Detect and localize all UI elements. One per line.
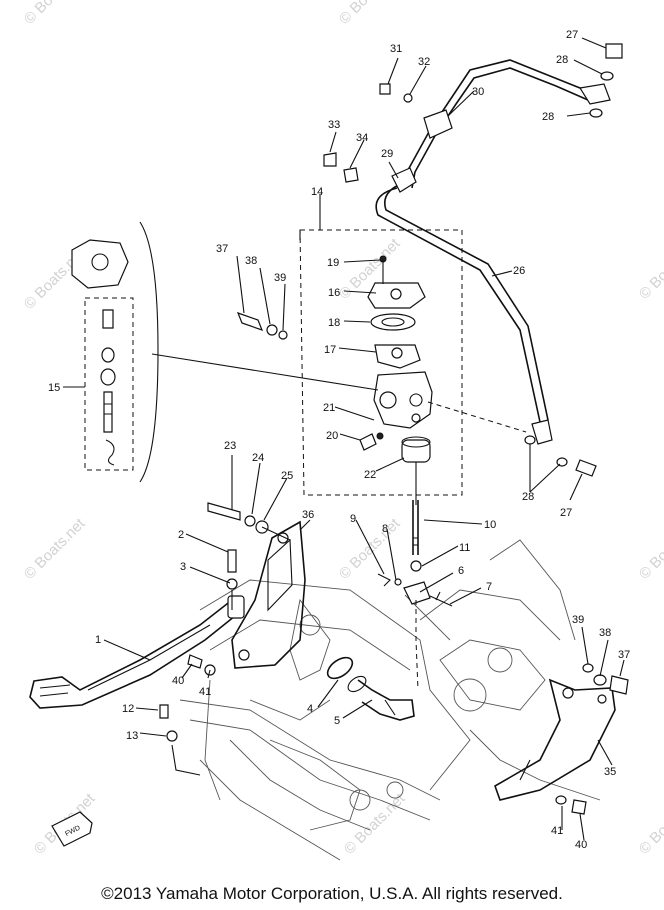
- part-label: 10: [484, 519, 496, 531]
- watermark: © Boats.net: [21, 515, 89, 583]
- parts-diagram: © Boats.net © Boats.net © Boats.net © Bo…: [21, 0, 664, 861]
- part-label: 31: [390, 43, 402, 55]
- watermark: © Boats.net: [336, 0, 404, 28]
- part-label: 17: [324, 344, 336, 356]
- watermark: © Boats.net: [21, 0, 89, 28]
- part-label: 21: [323, 402, 335, 414]
- part-label: 12: [122, 703, 134, 715]
- part-label: 7: [486, 581, 492, 593]
- watermarks: © Boats.net © Boats.net © Boats.net © Bo…: [21, 0, 664, 858]
- part-label: 32: [418, 56, 430, 68]
- part-label: 5: [334, 715, 340, 727]
- part-label: 38: [599, 627, 611, 639]
- bolt-set-lower-left: [159, 549, 238, 742]
- part-label: 3: [180, 561, 186, 573]
- watermark: © Boats.net: [336, 515, 404, 583]
- reservoir-group: [71, 221, 379, 483]
- part-label: 30: [472, 86, 484, 98]
- brake-hose: [375, 59, 611, 445]
- copyright-footer: ©2013 Yamaha Motor Corporation, U.S.A. A…: [101, 884, 563, 903]
- brake-pedal: [29, 595, 245, 709]
- watermark: © Boats.net: [341, 790, 409, 858]
- pedal-bracket: [231, 520, 306, 669]
- front-direction-marker: FWD: [51, 811, 93, 847]
- part-label: 36: [302, 509, 314, 521]
- part-labels: 1 2 3 4 5 6 7 8 9 10 11 12 13 14 15 16 1…: [48, 29, 630, 851]
- part-label: 1: [95, 634, 101, 646]
- part-label: 33: [328, 119, 340, 131]
- watermark: © Boats.net: [636, 235, 664, 303]
- part-label: 13: [126, 730, 138, 742]
- part-label: 22: [364, 469, 376, 481]
- part-label: 18: [328, 317, 340, 329]
- part-label: 15: [48, 382, 60, 394]
- part-label: 39: [274, 272, 286, 284]
- part-label: 24: [252, 452, 264, 464]
- part-label: 41: [199, 686, 211, 698]
- part-label: 29: [381, 148, 393, 160]
- part-label: 28: [556, 54, 568, 66]
- part-label: 26: [513, 265, 525, 277]
- footrest-bracket: [494, 663, 629, 815]
- part-label: 23: [224, 440, 236, 452]
- part-label: 9: [350, 513, 356, 525]
- part-label: 28: [522, 491, 534, 503]
- part-label: 20: [326, 430, 338, 442]
- hose-fittings: [323, 43, 623, 477]
- part-label: 8: [382, 523, 388, 535]
- brake-cam-shaft: [326, 656, 415, 721]
- part-label: 41: [551, 825, 563, 837]
- part-label: 2: [178, 529, 184, 541]
- part-label: 34: [356, 132, 368, 144]
- part-label: 38: [245, 255, 257, 267]
- part-label: 35: [604, 766, 616, 778]
- part-label: 27: [560, 507, 572, 519]
- watermark: © Boats.net: [636, 790, 664, 858]
- part-label: 37: [216, 243, 228, 255]
- part-label: 25: [281, 470, 293, 482]
- leader-lines: [63, 37, 625, 841]
- bolt-set-middle: [207, 502, 291, 541]
- part-label: 4: [307, 703, 313, 715]
- part-label: 40: [172, 675, 184, 687]
- part-label: 39: [572, 614, 584, 626]
- watermark: © Boats.net: [636, 515, 664, 583]
- part-label: 19: [327, 257, 339, 269]
- part-label: 6: [458, 565, 464, 577]
- part-label: 37: [618, 649, 630, 661]
- part-label: 28: [542, 111, 554, 123]
- part-label: 40: [575, 839, 587, 851]
- bolt-set-upper-left: [236, 311, 288, 340]
- part-label: 14: [311, 186, 323, 198]
- part-label: 16: [328, 287, 340, 299]
- part-label: 11: [459, 542, 470, 554]
- master-cylinder: [299, 229, 463, 505]
- part-label: 27: [566, 29, 578, 41]
- brake-rod-linkage: [377, 500, 453, 691]
